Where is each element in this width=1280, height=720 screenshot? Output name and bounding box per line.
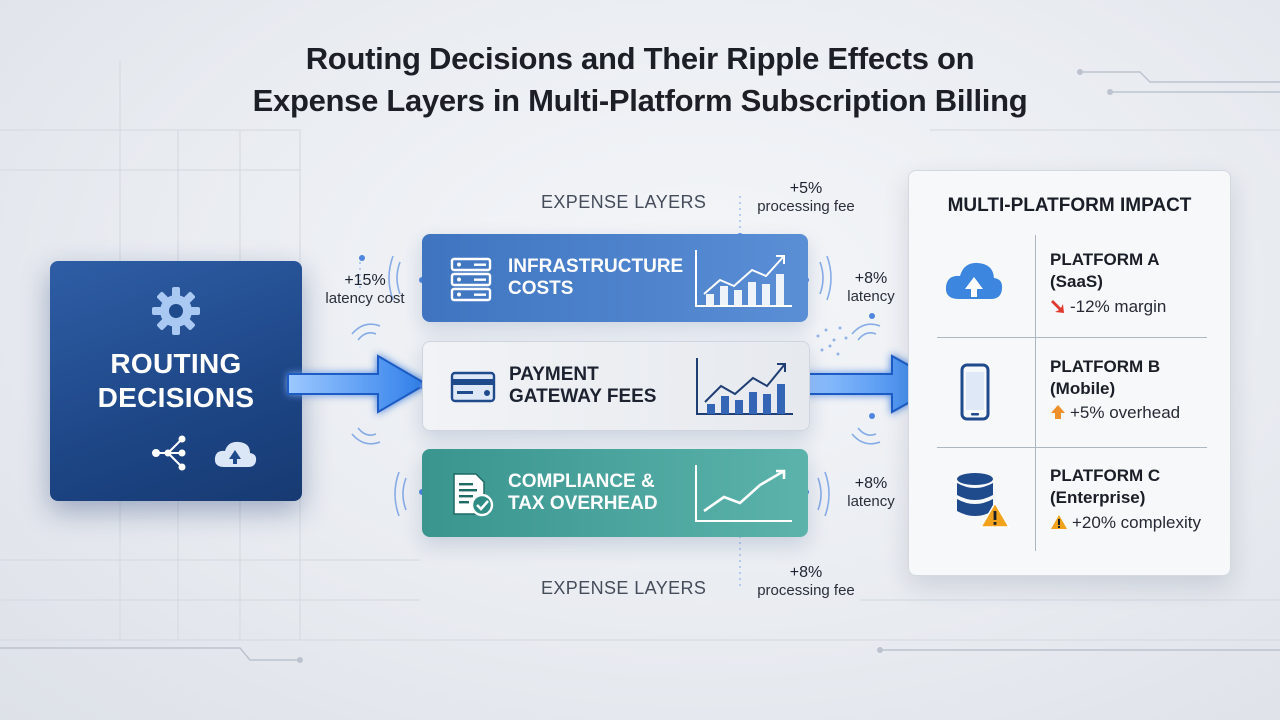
annotation-text: latency	[847, 493, 895, 510]
layer-name-line-2: GATEWAY FEES	[509, 386, 657, 407]
column-divider	[1035, 235, 1036, 551]
impact-title: MULTI-PLATFORM IMPACT	[947, 195, 1192, 216]
annotation-text: processing fee	[757, 582, 855, 599]
platform-b-stat: +5% overhead	[1050, 403, 1180, 423]
row-divider	[937, 447, 1207, 448]
platform-a-name: PLATFORM A (SaaS)	[1050, 249, 1160, 293]
arrow-to-layers	[287, 354, 428, 414]
up-arrow-icon	[1051, 405, 1065, 419]
routing-line-2: DECISIONS	[97, 382, 255, 413]
server-icon	[450, 257, 492, 302]
routing-decisions-card: ROUTING DECISIONS	[50, 261, 302, 501]
routing-label: ROUTING DECISIONS	[50, 347, 302, 415]
bar-trend-icon	[696, 358, 793, 415]
credit-card-icon	[450, 371, 496, 403]
bar-trend-icon	[695, 250, 792, 307]
layer-name: COMPLIANCE & TAX OVERHEAD	[508, 471, 658, 515]
line-trend-icon	[695, 465, 792, 522]
annotation-pct: +15%	[344, 272, 386, 289]
platform-b-line-2: (Mobile)	[1050, 379, 1116, 398]
smartphone-icon	[960, 363, 990, 421]
document-check-icon	[453, 473, 494, 517]
layer-name-line-1: INFRASTRUCTURE	[508, 256, 684, 277]
annotation-text: latency	[847, 288, 895, 305]
network-nodes-icon	[152, 435, 186, 471]
warning-icon	[1051, 515, 1067, 529]
platform-b-name: PLATFORM B (Mobile)	[1050, 356, 1160, 400]
gear-icon	[152, 287, 200, 335]
platform-c-line-2: (Enterprise)	[1050, 488, 1146, 507]
platform-c-line-1: PLATFORM C	[1050, 466, 1161, 485]
page-title: Routing Decisions and Their Ripple Effec…	[0, 38, 1280, 122]
layer-name-line-2: COSTS	[508, 278, 574, 299]
platform-b-line-1: PLATFORM B	[1050, 357, 1161, 376]
platform-a-line-1: PLATFORM A	[1050, 250, 1160, 269]
row-divider	[937, 337, 1207, 338]
expense-layers-label-bottom: EXPENSE LAYERS	[541, 578, 707, 598]
layer-infrastructure-costs: INFRASTRUCTURE COSTS	[422, 234, 808, 322]
annotation-pct: +8%	[854, 270, 888, 287]
annotation-right-top-latency: +8% latency	[832, 270, 910, 306]
annotation-bottom-fee: +8% processing fee	[746, 564, 866, 600]
annotation-right-bottom-latency: +8% latency	[832, 475, 910, 511]
down-arrow-icon	[1051, 300, 1064, 313]
annotation-text: processing fee	[757, 198, 855, 215]
annotation-top-fee: +5% processing fee	[746, 180, 866, 216]
layer-name: INFRASTRUCTURE COSTS	[508, 256, 683, 300]
platform-c-stat: +20% complexity	[1050, 513, 1201, 533]
multi-platform-impact-panel: MULTI-PLATFORM IMPACT PLATFORM A (SaaS) …	[908, 170, 1231, 576]
platform-a-stat: -12% margin	[1050, 297, 1166, 317]
title-line-2: Expense Layers in Multi-Platform Subscri…	[252, 83, 1028, 118]
layer-name: PAYMENT GATEWAY FEES	[509, 364, 656, 408]
layer-name-line-2: TAX OVERHEAD	[508, 493, 658, 514]
annotation-pct: +5%	[789, 180, 823, 197]
routing-line-1: ROUTING	[110, 348, 242, 379]
cloud-upload-icon	[945, 262, 1003, 299]
annotation-left-latency: +15% latency cost	[310, 272, 420, 308]
layer-name-line-1: COMPLIANCE &	[508, 471, 655, 492]
title-line-1: Routing Decisions and Their Ripple Effec…	[305, 41, 975, 76]
platform-b-stat-value: +5% overhead	[1070, 403, 1181, 422]
annotation-pct: +8%	[789, 564, 823, 581]
database-warning-icon	[957, 473, 1011, 528]
expense-layers-label-top: EXPENSE LAYERS	[541, 192, 707, 212]
platform-a-stat-value: -12% margin	[1070, 297, 1167, 316]
platform-a-line-2: (SaaS)	[1050, 272, 1103, 291]
annotation-pct: +8%	[854, 475, 888, 492]
platform-c-stat-value: +20% complexity	[1072, 513, 1201, 532]
layer-compliance-tax-overhead: COMPLIANCE & TAX OVERHEAD	[422, 449, 808, 537]
platform-c-name: PLATFORM C (Enterprise)	[1050, 465, 1160, 509]
cloud-icon	[214, 441, 257, 467]
layer-payment-gateway-fees: PAYMENT GATEWAY FEES	[422, 341, 810, 431]
annotation-text: latency cost	[325, 290, 405, 307]
layer-name-line-1: PAYMENT	[509, 364, 599, 385]
